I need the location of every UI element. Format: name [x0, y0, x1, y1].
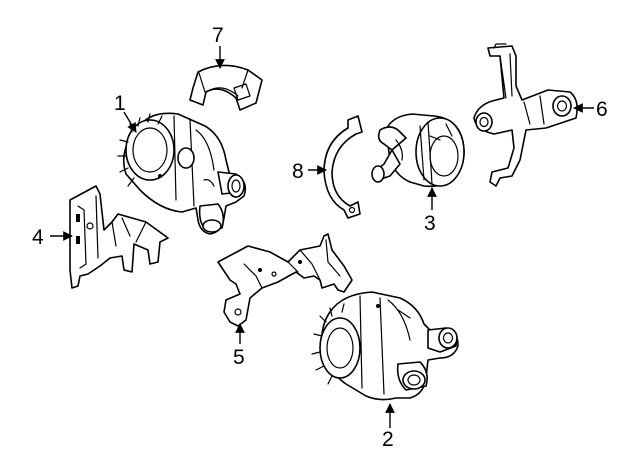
part-6-mount-bracket — [473, 43, 578, 187]
part-8-strap — [323, 115, 363, 219]
callout-7: 7 — [212, 24, 224, 47]
callout-2: 2 — [382, 428, 394, 451]
callout-6: 6 — [596, 98, 608, 121]
part-4-bracket — [69, 185, 169, 289]
part-7-clamp — [189, 64, 263, 111]
callout-4: 4 — [32, 226, 44, 249]
leader-1 — [123, 111, 137, 133]
callout-1: 1 — [114, 92, 126, 115]
callout-5: 5 — [233, 346, 245, 369]
part-1-water-pump — [117, 112, 247, 235]
callout-3: 3 — [424, 212, 436, 235]
callout-8: 8 — [292, 160, 304, 183]
part-3-auxiliary-pump — [371, 113, 465, 188]
part-5-bracket — [217, 233, 353, 327]
part-2-water-pump — [311, 291, 459, 401]
